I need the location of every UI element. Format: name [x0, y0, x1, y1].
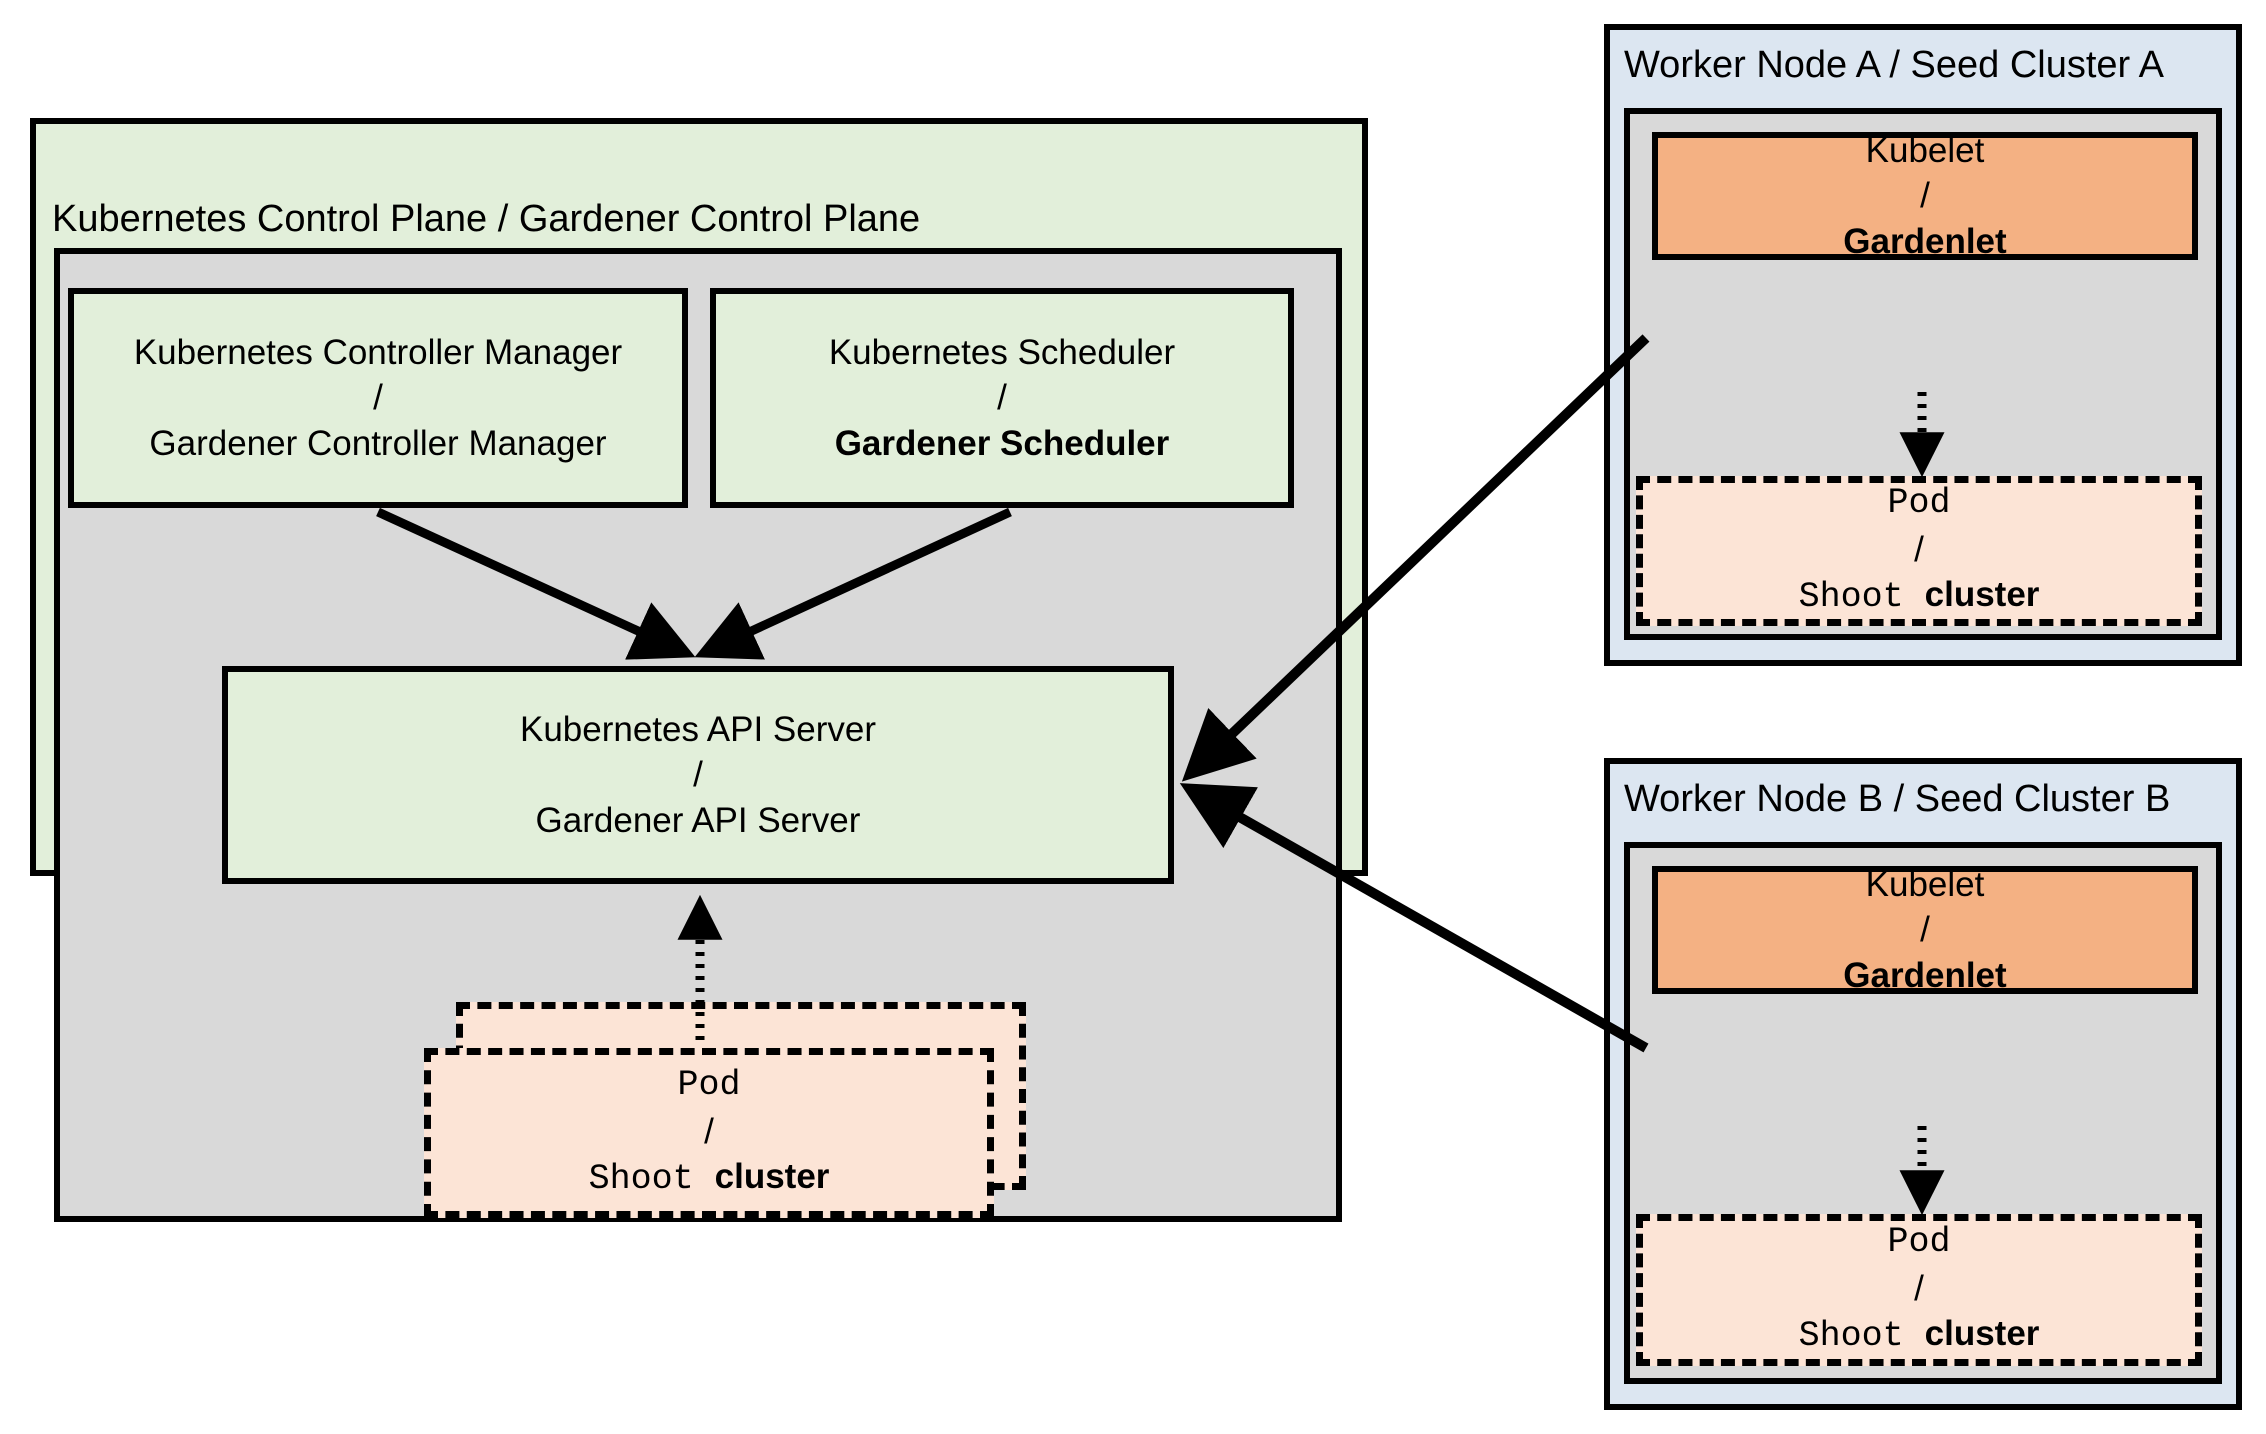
seed-a-pod-line2-bold: cluster — [1924, 575, 2040, 615]
control-plane-pod-line2-bold: cluster — [714, 1157, 830, 1197]
seed-b-pod-line1: Pod — [1887, 1222, 1951, 1263]
seed-cluster-b-title: Worker Node B / Seed Cluster B — [1624, 778, 2171, 820]
seed-a-kubelet-line1: Kubelet — [1865, 130, 1985, 170]
api-server-separator: / — [693, 755, 703, 795]
controller-manager-line2: Gardener Controller Manager — [149, 423, 607, 463]
seed-a-pod-line2: Shoot cluster — [1653, 572, 2185, 621]
api-server-line1: Kubernetes API Server — [519, 709, 877, 749]
seed-b-kubelet-line2: Gardenlet — [1843, 955, 2007, 995]
seed-b-kubelet-separator: / — [1920, 910, 1930, 950]
control-plane-pod-line2-regular: Shoot — [588, 1159, 715, 1200]
seed-a-pod-box[interactable]: Pod / Shoot cluster — [1636, 476, 2202, 626]
seed-b-pod-line2: Shoot cluster — [1653, 1311, 2185, 1360]
seed-b-pod-separator: / — [1914, 1268, 1924, 1308]
seed-a-kubelet-box[interactable]: Kubelet / Gardenlet — [1652, 131, 2198, 261]
seed-a-kubelet-line2: Gardenlet — [1843, 221, 2007, 261]
controller-manager-line1: Kubernetes Controller Manager — [133, 332, 623, 372]
kubernetes-controller-manager-box[interactable]: Kubernetes Controller Manager / Gardener… — [68, 288, 688, 508]
seed-a-pod-line1: Pod — [1887, 483, 1951, 524]
scheduler-separator: / — [997, 378, 1007, 418]
seed-b-kubelet-line1: Kubelet — [1865, 864, 1985, 904]
control-plane-pod-line1: Pod — [677, 1065, 741, 1106]
kubernetes-api-server-box[interactable]: Kubernetes API Server / Gardener API Ser… — [222, 666, 1174, 884]
scheduler-line2: Gardener Scheduler — [834, 423, 1170, 463]
control-plane-pod-line2: Shoot cluster — [441, 1154, 977, 1203]
control-plane-pod-separator: / — [704, 1111, 714, 1151]
seed-a-pod-line2-regular: Shoot — [1798, 577, 1925, 618]
kubernetes-scheduler-box[interactable]: Kubernetes Scheduler / Gardener Schedule… — [710, 288, 1294, 508]
controller-manager-separator: / — [373, 378, 383, 418]
seed-a-kubelet-separator: / — [1920, 176, 1930, 216]
control-plane-pod-box[interactable]: Pod / Shoot cluster — [424, 1048, 994, 1218]
seed-b-pod-box[interactable]: Pod / Shoot cluster — [1636, 1214, 2202, 1366]
seed-cluster-a-title: Worker Node A / Seed Cluster A — [1624, 44, 2165, 86]
seed-b-pod-line2-bold: cluster — [1924, 1314, 2040, 1354]
scheduler-line1: Kubernetes Scheduler — [828, 332, 1176, 372]
control-plane-title: Kubernetes Control Plane / Gardener Cont… — [52, 198, 921, 240]
api-server-line2: Gardener API Server — [535, 800, 861, 840]
seed-b-pod-line2-regular: Shoot — [1798, 1316, 1925, 1357]
seed-b-kubelet-box[interactable]: Kubelet / Gardenlet — [1652, 865, 2198, 995]
seed-a-pod-separator: / — [1914, 529, 1924, 569]
